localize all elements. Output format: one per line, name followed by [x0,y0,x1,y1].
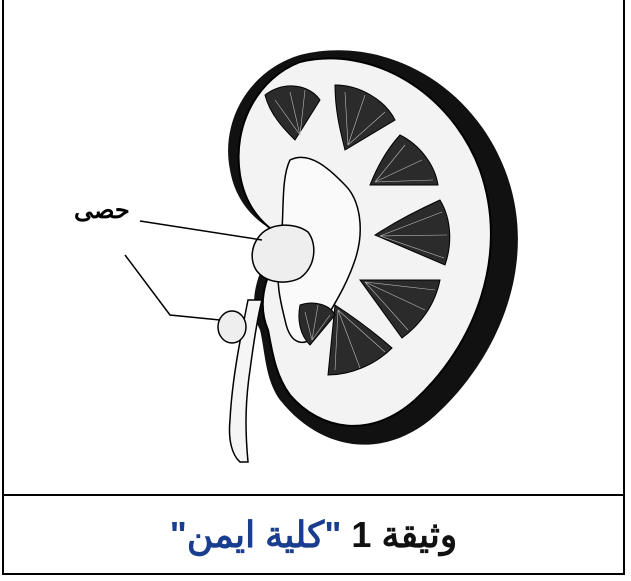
stone-label: حصى [74,196,130,225]
pointer-line-ureter-stone [125,255,220,320]
pointer-line-pelvis-stone [140,221,262,240]
kidney-stone-ureter [218,311,246,343]
kidney-stone-pelvis [252,225,314,282]
